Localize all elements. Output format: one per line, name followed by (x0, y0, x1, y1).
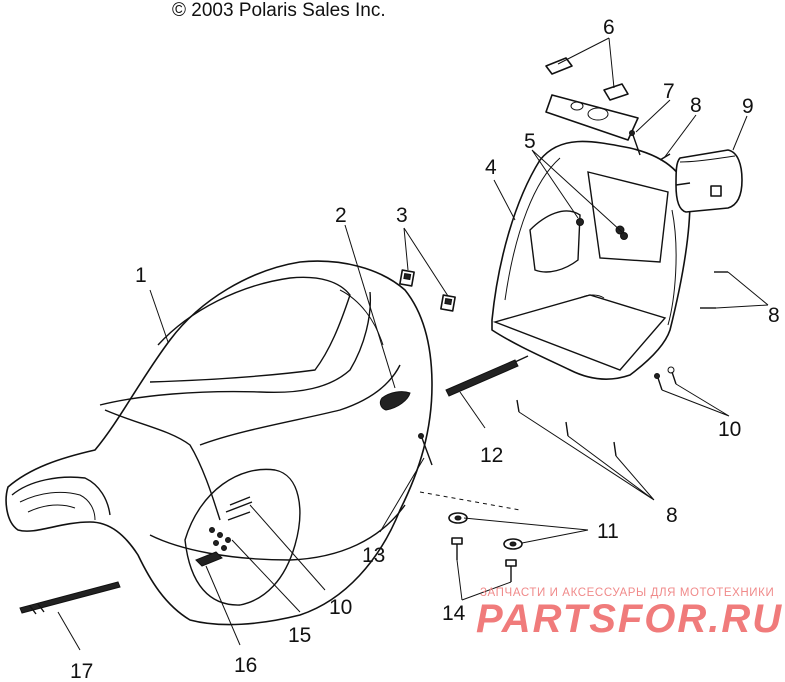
callout-3: 3 (396, 204, 408, 227)
cable-tie (19, 581, 121, 615)
box-clips (654, 366, 677, 391)
callout-10-right: 10 (718, 418, 741, 441)
rear-box-floor (492, 294, 667, 371)
rear-box-outline (491, 140, 691, 380)
mounting-plate (545, 57, 639, 141)
lower-pins (516, 399, 617, 457)
washers (448, 512, 523, 550)
seat-passenger-pad (149, 276, 351, 383)
screw (629, 130, 641, 156)
leader-lines (57, 37, 769, 651)
callout-14: 14 (442, 602, 466, 625)
seat-logo-emblem (379, 391, 411, 411)
callout-9: 9 (742, 95, 754, 118)
callout-15: 15 (288, 624, 311, 647)
rear-box-rim (504, 157, 561, 301)
callout-5: 5 (524, 130, 536, 153)
callout-7: 7 (663, 80, 675, 103)
seat-side-panel (184, 468, 301, 606)
dashed-guide (419, 491, 521, 511)
seat-rear-line (339, 289, 384, 346)
seat-front-inner-2 (27, 504, 76, 513)
seat-bracket (195, 551, 223, 567)
callout-numbers: 1 2 3 4 5 6 7 8 9 8 10 8 12 11 13 14 10 … (70, 16, 780, 682)
watermark-tagline: ЗАПЧАСТИ И АКСЕССУАРЫ ДЛЯ МОТОТЕХНИКИ (480, 587, 775, 599)
seat-front-inner (19, 491, 96, 521)
rear-box-floor-slot (579, 294, 605, 299)
callout-8-lower: 8 (666, 504, 678, 527)
copyright-text: © 2003 Polaris Sales Inc. (172, 0, 386, 21)
seat-front-nose (11, 476, 111, 516)
callout-6: 6 (603, 16, 615, 39)
callout-13: 13 (362, 544, 385, 567)
seat-clips (399, 269, 456, 312)
rear-box-side-panel (529, 210, 581, 273)
seat-straps (225, 496, 253, 521)
callout-16: 16 (234, 654, 257, 677)
seat-front-pad (104, 409, 221, 521)
rear-box-back-panel (587, 171, 669, 263)
rear-box-rim-2 (667, 209, 677, 326)
bolt (418, 433, 433, 466)
seat-outline (5, 260, 433, 626)
rear-box-grommet-left (576, 218, 584, 226)
callout-8-top: 8 (690, 94, 702, 117)
rear-box-grommet-right (620, 232, 628, 240)
seat-fasteners (209, 527, 231, 551)
watermark-logo: PARTSFOR.RU (476, 597, 784, 641)
callout-17: 17 (70, 660, 93, 682)
seat-assembly (5, 260, 433, 626)
callout-4: 4 (485, 156, 497, 179)
seat-side-line (199, 364, 401, 446)
callout-11: 11 (597, 520, 619, 543)
taillight (675, 149, 743, 213)
callout-1: 1 (135, 264, 147, 287)
callout-10-seat: 10 (329, 596, 352, 619)
callout-2: 2 (335, 204, 347, 227)
mounting-bolts (451, 537, 517, 582)
callout-8-right: 8 (768, 304, 780, 327)
rear-storage-box (491, 140, 691, 380)
seat-ridge (99, 291, 372, 406)
callout-12: 12 (480, 444, 503, 467)
hold-down-strap (445, 355, 529, 397)
